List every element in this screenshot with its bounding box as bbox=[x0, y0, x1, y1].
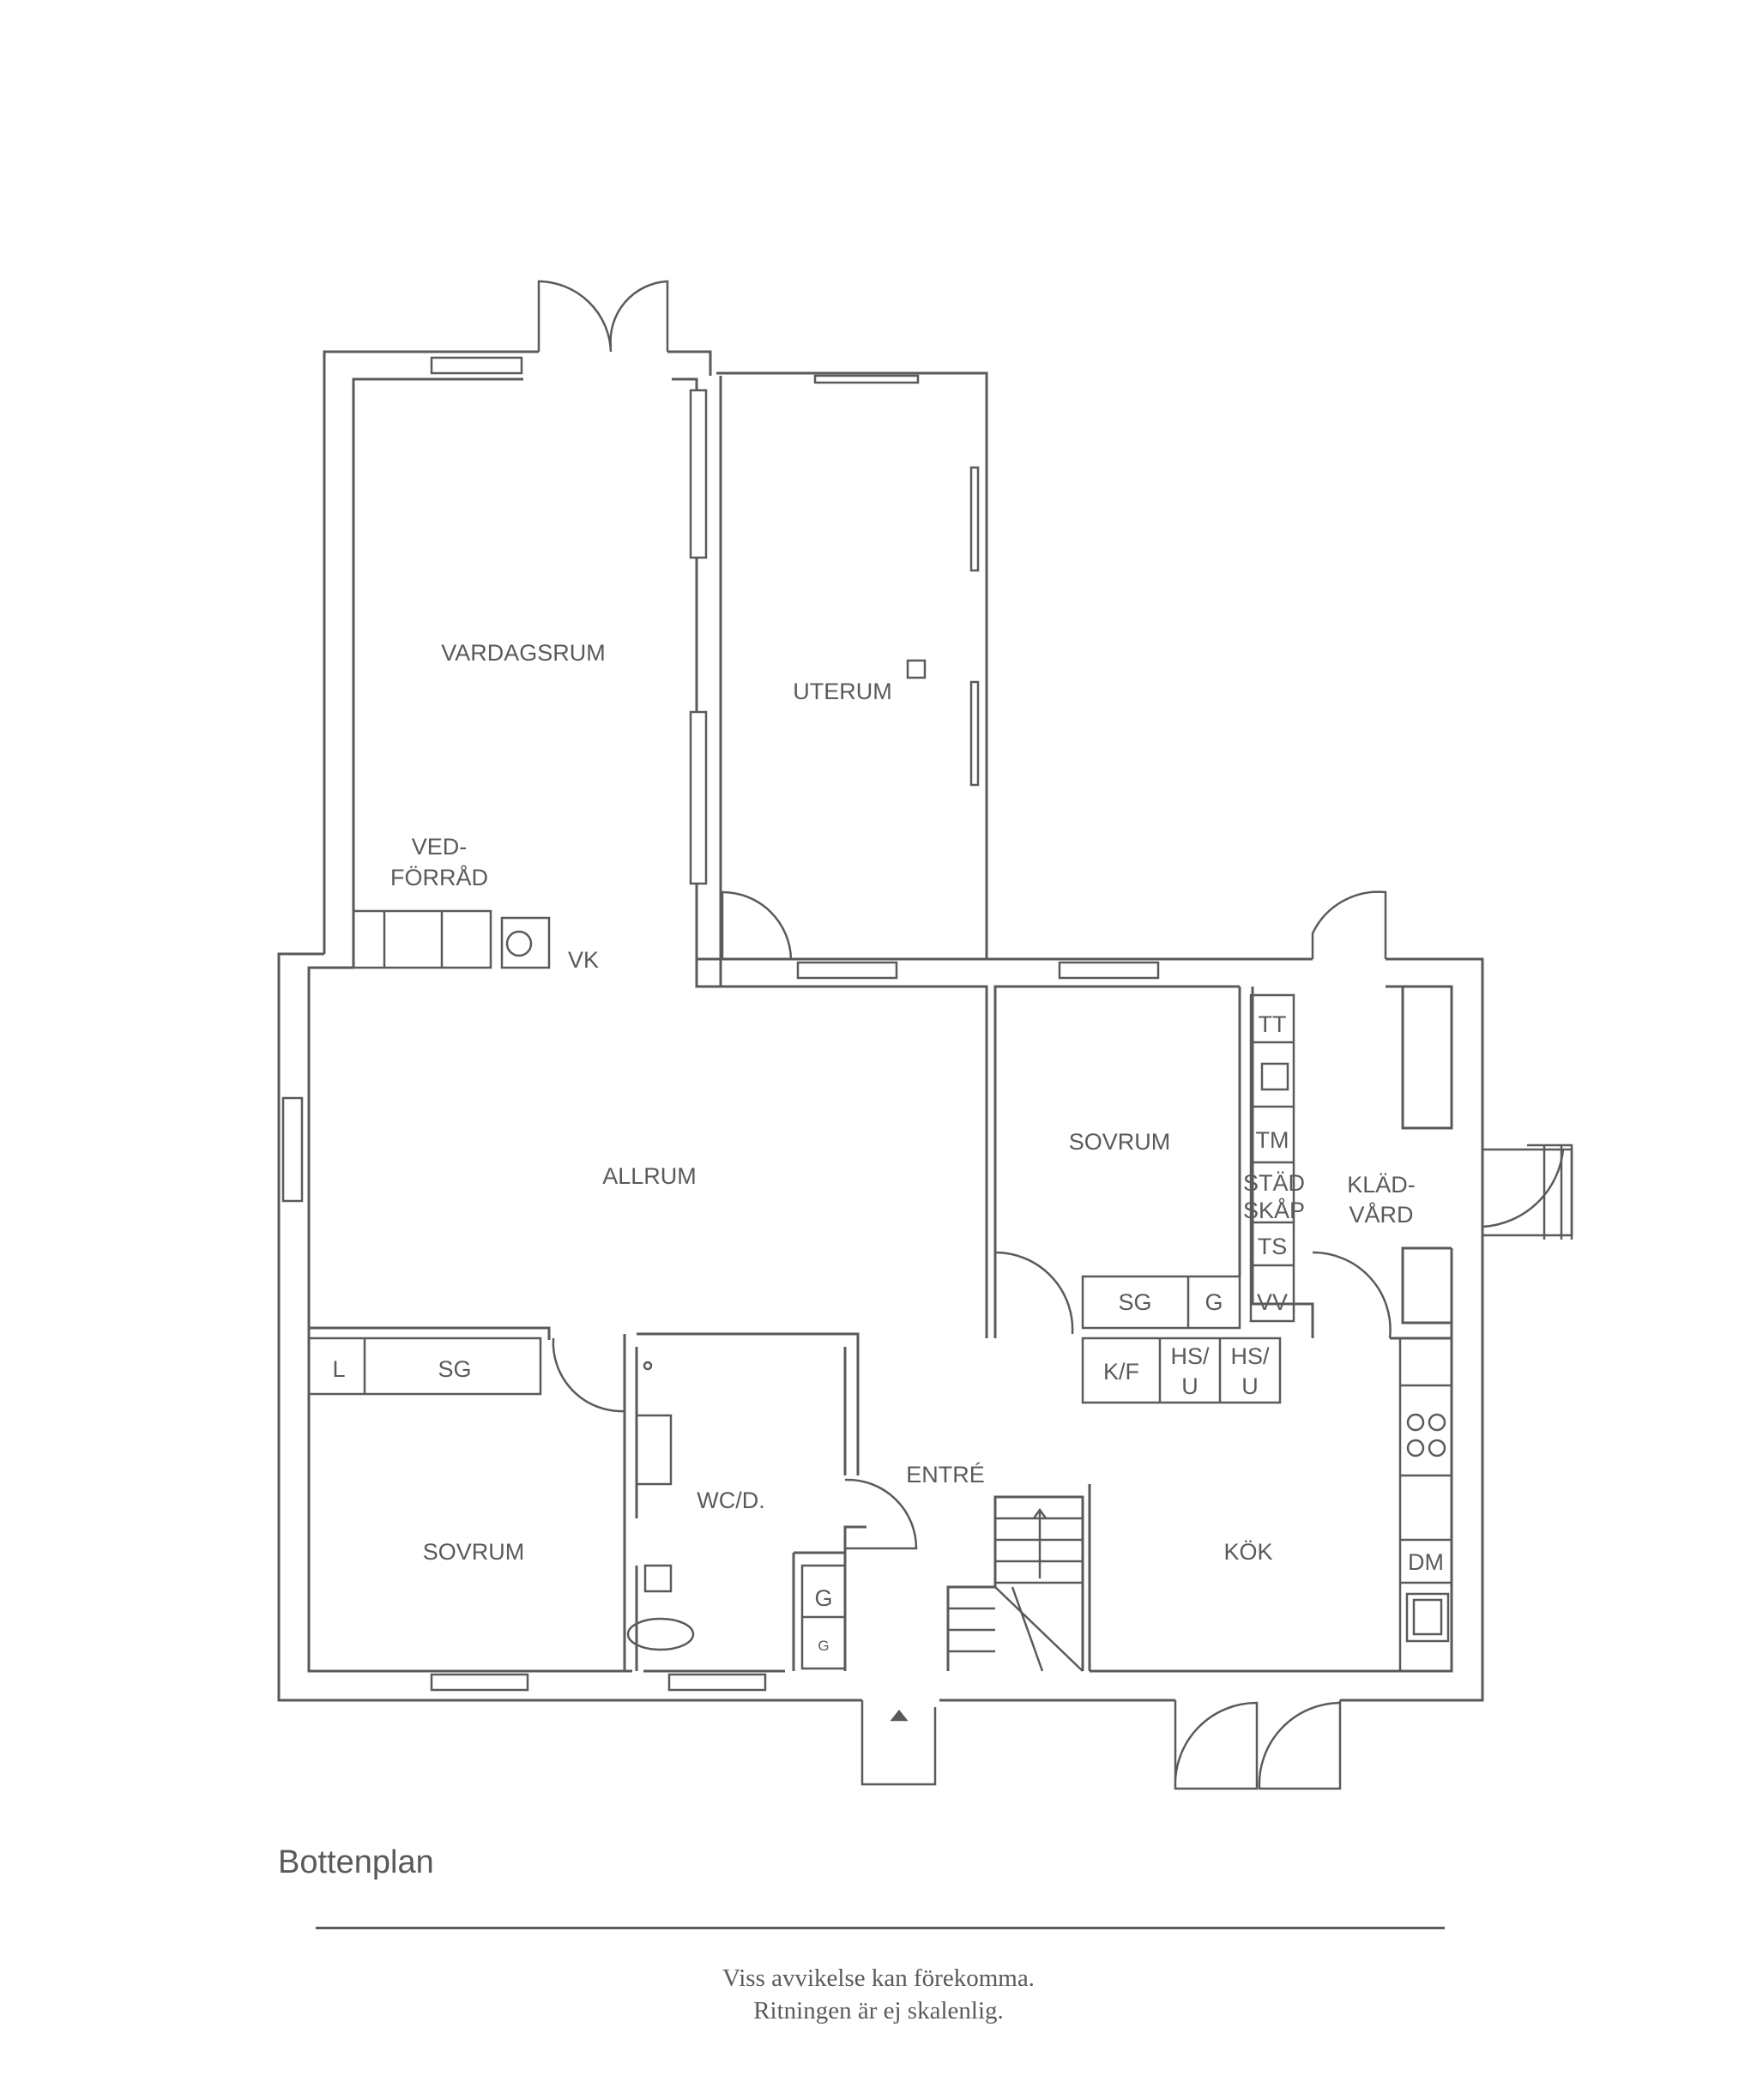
label-vardagsrum: VARDAGSRUM bbox=[441, 640, 606, 666]
label-vk: VK bbox=[568, 947, 599, 973]
label-allrum: ALLRUM bbox=[602, 1163, 697, 1189]
label-klad-2: VÅRD bbox=[1349, 1201, 1413, 1228]
label-ts: TS bbox=[1258, 1234, 1288, 1259]
label-ved-1: VED- bbox=[412, 834, 468, 860]
label-sg-left: SG bbox=[438, 1356, 471, 1382]
label-kf: K/F bbox=[1103, 1359, 1139, 1385]
label-sovrum-left: SOVRUM bbox=[423, 1539, 525, 1565]
label-kok: KÖK bbox=[1223, 1539, 1272, 1565]
label-sovrum-right: SOVRUM bbox=[1069, 1129, 1171, 1155]
label-entre: ENTRÉ bbox=[906, 1462, 985, 1488]
label-g-right: G bbox=[1205, 1289, 1223, 1315]
label-wc: WC/D. bbox=[697, 1488, 764, 1513]
disclaimer-line-2: Ritningen är ej skalenlig. bbox=[753, 1997, 1004, 2025]
label-hsu1-1: HS/ bbox=[1170, 1343, 1210, 1369]
label-hsu2-2: U bbox=[1241, 1373, 1259, 1399]
fixtures bbox=[307, 659, 1453, 1722]
label-stad-2: SKÅP bbox=[1243, 1197, 1305, 1223]
disclaimer-line-1: Viss avvikelse kan förekomma. bbox=[722, 1964, 1035, 1992]
label-ved-2: FÖRRÅD bbox=[390, 864, 488, 890]
label-sg-right: SG bbox=[1118, 1289, 1151, 1315]
doors bbox=[537, 280, 1573, 1790]
label-g-wc-small: G bbox=[818, 1638, 829, 1654]
windows bbox=[281, 356, 1160, 1692]
label-vv: VV bbox=[1257, 1289, 1288, 1315]
label-uterum: UTERUM bbox=[793, 679, 892, 704]
label-tm: TM bbox=[1256, 1127, 1289, 1153]
label-dm: DM bbox=[1408, 1549, 1444, 1575]
room-labels: VARDAGSRUM UTERUM VED- FÖRRÅD VK ALLRUM … bbox=[390, 640, 1416, 1565]
plan-title: Bottenplan bbox=[278, 1844, 434, 1880]
outer-walls bbox=[277, 350, 1484, 1702]
label-l: L bbox=[332, 1356, 345, 1382]
label-g-wc-large: G bbox=[814, 1585, 832, 1611]
label-stad-1: STÄD bbox=[1243, 1170, 1305, 1196]
label-klad-1: KLÄD- bbox=[1347, 1172, 1416, 1198]
fixture-labels: TT TM STÄD SKÅP TS VV SG G K/F HS/ U HS/… bbox=[332, 1011, 1444, 1654]
footer-divider bbox=[316, 1927, 1445, 1929]
label-hsu2-1: HS/ bbox=[1230, 1343, 1270, 1369]
label-tt: TT bbox=[1259, 1011, 1287, 1037]
label-hsu1-2: U bbox=[1181, 1373, 1199, 1399]
